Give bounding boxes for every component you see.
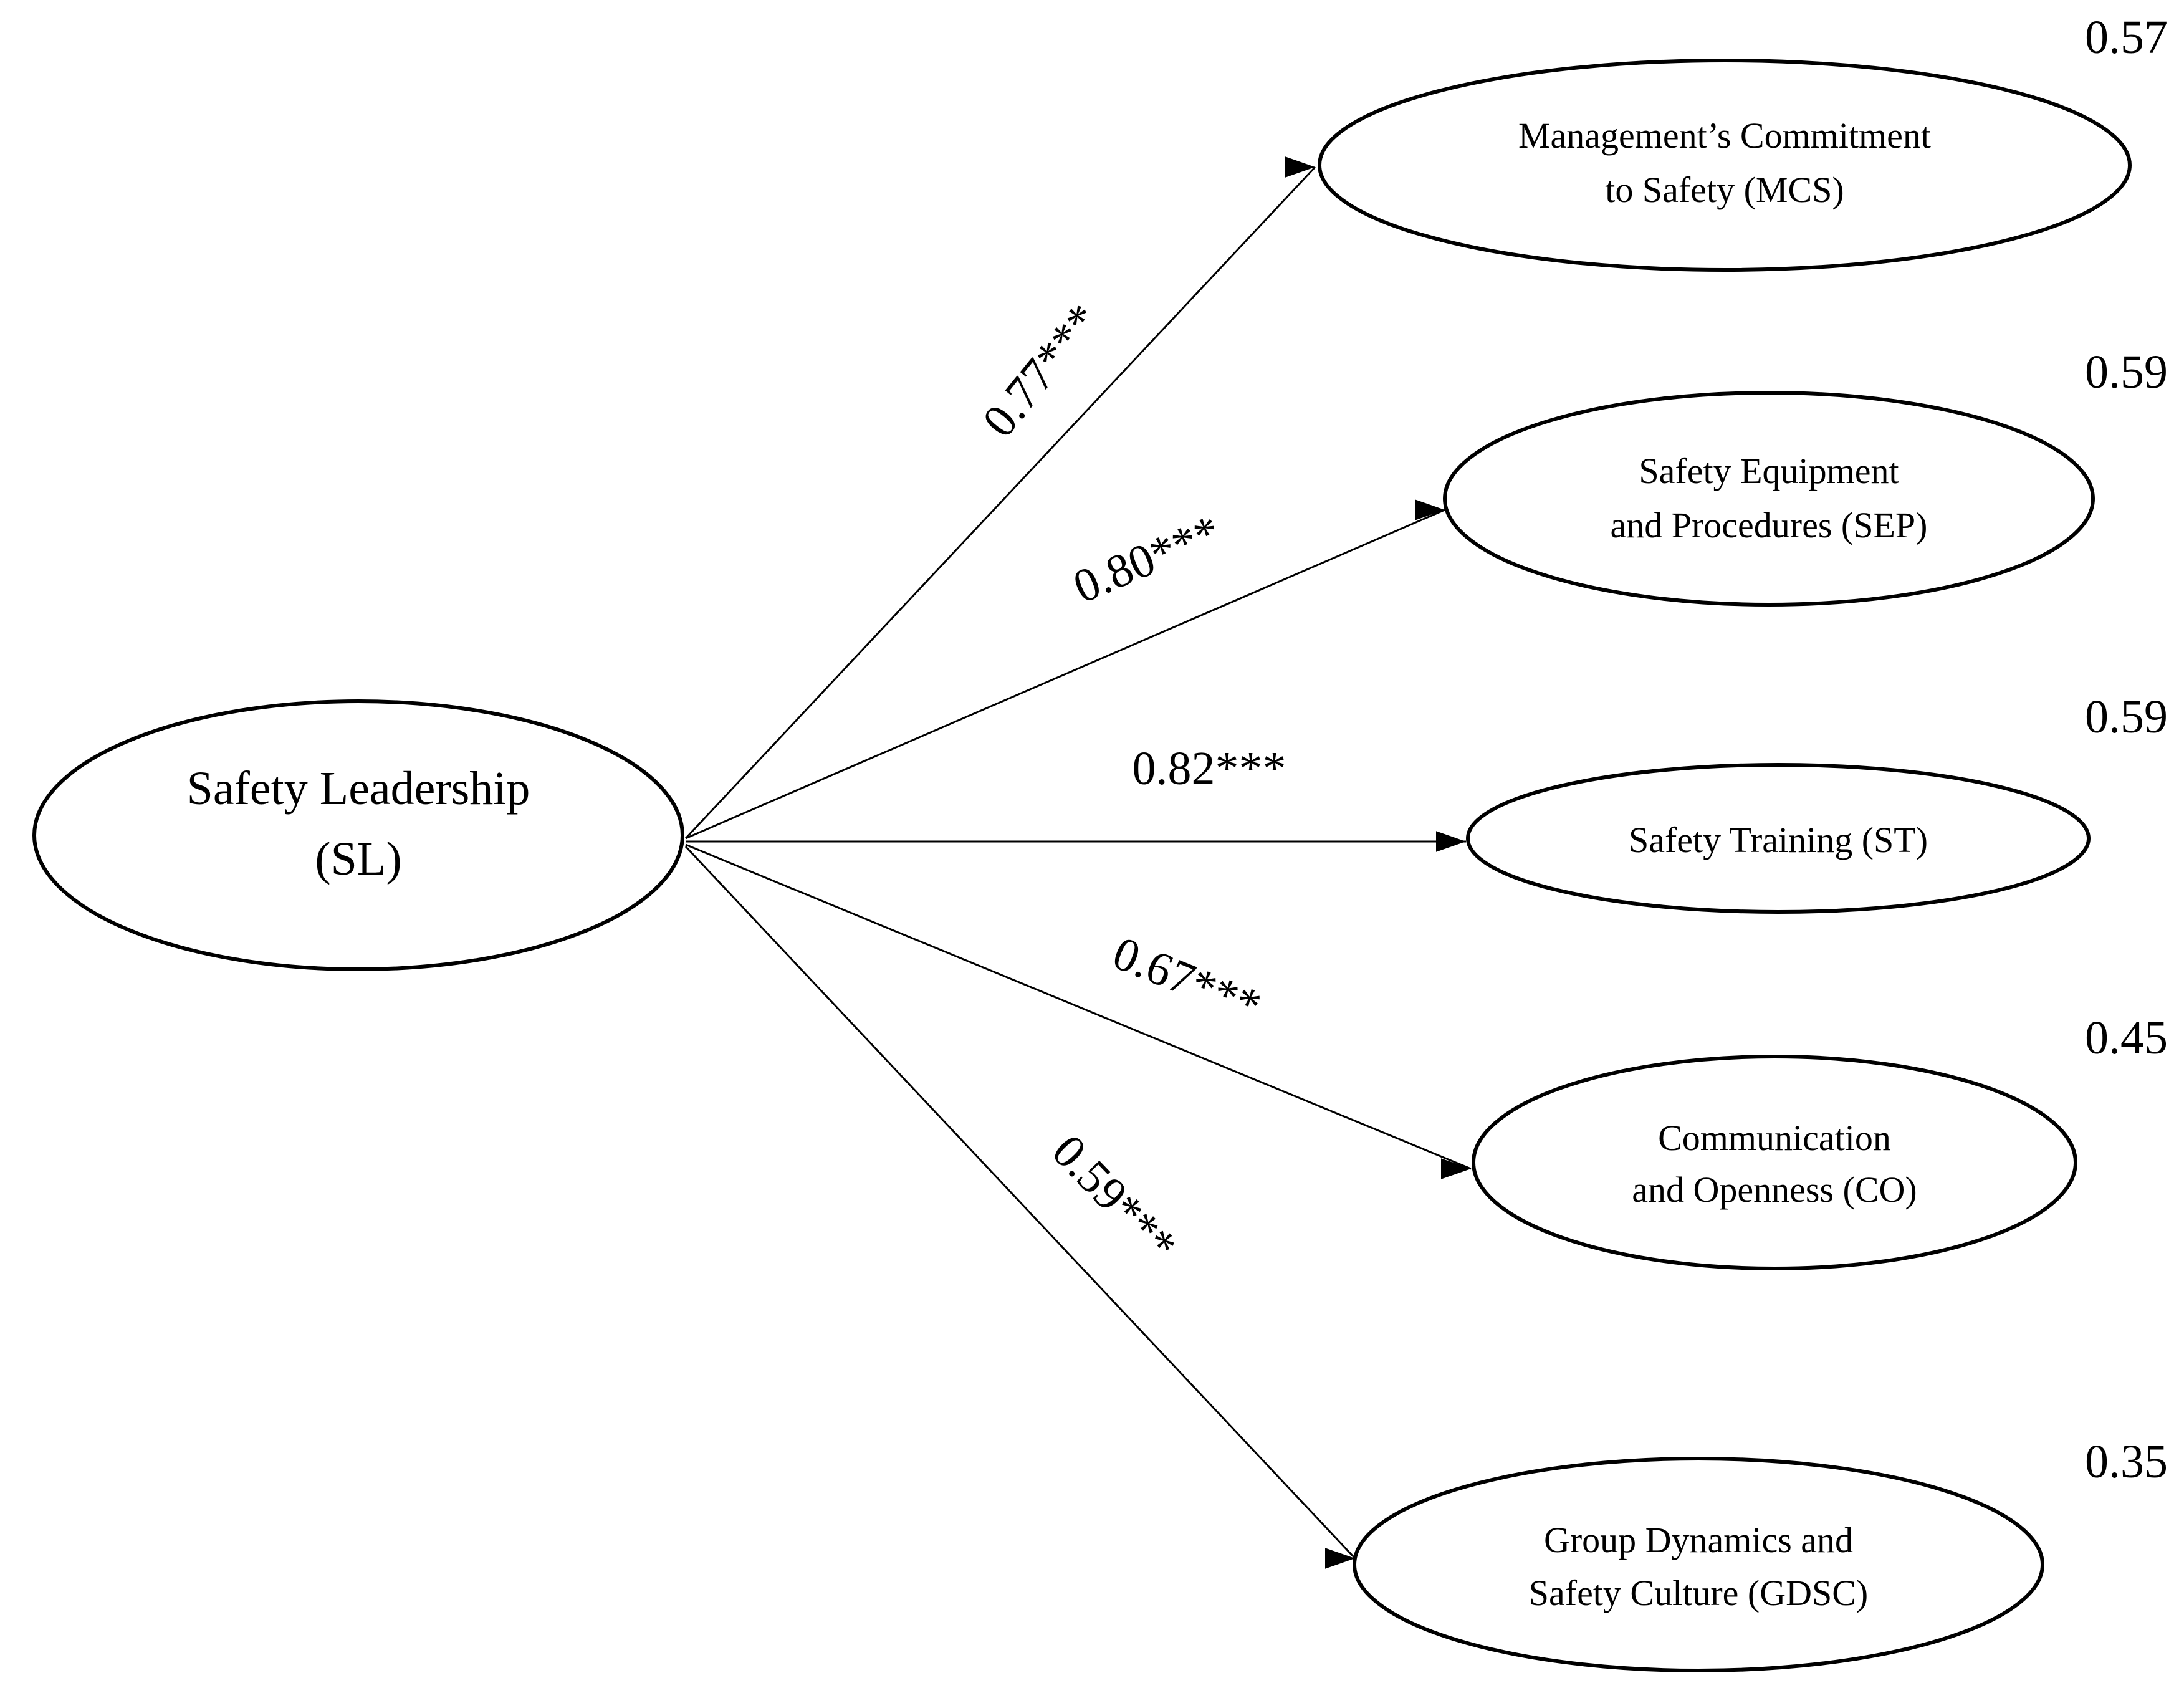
node-label-gdsc-line1: Group Dynamics and (1544, 1520, 1853, 1560)
node-safety-leadership: Safety Leadership (SL) (32, 699, 684, 971)
node-mcs: Management’s Commitment to Safety (MCS) (1318, 59, 2132, 272)
node-label-sep-line2: and Procedures (SEP) (1610, 505, 1927, 545)
node-ellipse-sl (32, 699, 684, 971)
node-label-sep-line1: Safety Equipment (1639, 451, 1899, 491)
node-st: Safety Training (ST) (1466, 763, 2091, 914)
path-arrow-sl-gdsc (684, 845, 1356, 1569)
node-gdsc: Group Dynamics and Safety Culture (GDSC) (1353, 1457, 2044, 1672)
node-ellipse-co (1472, 1055, 2077, 1270)
node-label-mcs-line2: to Safety (MCS) (1605, 170, 1844, 210)
r2-label-sep: 0.59 (2085, 346, 2168, 398)
node-ellipse-gdsc (1353, 1457, 2044, 1672)
coef-label-sep: 0.80*** (1066, 505, 1228, 613)
r2-label-mcs: 0.57 (2085, 11, 2168, 64)
r2-label-st: 0.59 (2085, 691, 2168, 743)
node-label-sl-line1: Safety Leadership (187, 762, 530, 815)
path-arrow-sl-co (685, 843, 1472, 1179)
path-arrow-sl-mcs (684, 156, 1316, 840)
r2-label-gdsc: 0.35 (2085, 1436, 2168, 1488)
node-label-gdsc-line2: Safety Culture (GDSC) (1529, 1573, 1869, 1613)
node-ellipse-st (1466, 763, 2091, 914)
node-label-co-line2: and Openness (CO) (1632, 1169, 1917, 1210)
node-co: Communication and Openness (CO) (1472, 1055, 2077, 1270)
r2-label-co: 0.45 (2085, 1012, 2168, 1064)
path-arrow-sl-sep (685, 499, 1445, 840)
node-ellipse-sep (1443, 391, 2095, 607)
coef-label-co: 0.67*** (1106, 927, 1268, 1033)
node-label-st: Safety Training (ST) (1629, 820, 1928, 860)
node-label-mcs-line1: Management’s Commitment (1518, 115, 1931, 156)
coef-label-mcs: 0.77*** (972, 294, 1110, 447)
node-label-sl-line2: (SL) (315, 833, 401, 885)
node-sep: Safety Equipment and Procedures (SEP) (1443, 391, 2095, 607)
coef-label-st: 0.82*** (1133, 742, 1286, 795)
node-label-co-line1: Communication (1658, 1118, 1891, 1158)
node-ellipse-mcs (1318, 59, 2132, 272)
